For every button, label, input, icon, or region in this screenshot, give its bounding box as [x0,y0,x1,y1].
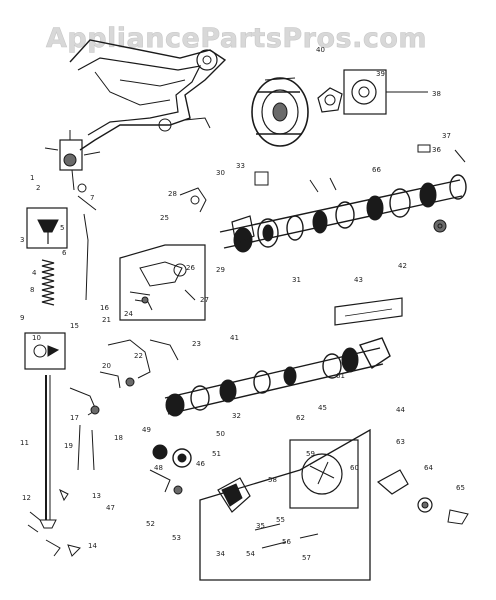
callout-18: 18 [114,434,123,442]
bobbin-winder-part [317,87,343,113]
callout-61: 61 [336,372,345,380]
inset-clutch-box [343,69,428,115]
inset-thread-tension-box [119,244,206,321]
callout-56: 56 [282,538,291,546]
callout-13: 13 [92,492,101,500]
callout-29: 29 [216,266,225,274]
inset-spring-box [26,207,68,306]
callout-59: 59 [306,450,315,458]
callout-15: 15 [70,322,79,330]
handwheel [251,77,309,147]
callout-21: 21 [102,316,111,324]
callout-1: 1 [30,174,34,182]
callout-41: 41 [230,334,239,342]
callout-63: 63 [396,438,405,446]
callout-46: 46 [196,460,205,468]
feed-mechanism-parts [99,187,207,389]
arm-frame-assembly [69,39,227,151]
callout-49: 49 [142,426,151,434]
callout-30: 30 [216,169,225,177]
callout-7: 7 [90,194,94,202]
small-parts-left [59,387,100,557]
callout-54: 54 [246,550,255,558]
callout-16: 16 [100,304,109,312]
callout-44: 44 [396,406,405,414]
loose-parts-bottom-right [376,469,469,525]
callout-60: 60 [350,464,359,472]
callout-65: 65 [456,484,465,492]
callout-42: 42 [398,262,407,270]
callout-28: 28 [168,190,177,198]
callout-53: 53 [172,534,181,542]
callout-27: 27 [200,296,209,304]
needle-bar-cluster [44,130,101,301]
needle-bar-shaft [27,375,61,557]
callout-50: 50 [216,430,225,438]
callout-12: 12 [22,494,31,502]
gear-cluster [149,444,192,495]
callout-43: 43 [354,276,363,284]
callout-66: 66 [372,166,381,174]
callout-11: 11 [20,439,29,447]
callout-33: 33 [236,162,245,170]
inset-hook-assembly-box [199,428,371,581]
callout-57: 57 [302,554,311,562]
callout-39: 39 [376,70,385,78]
callout-64: 64 [424,464,433,472]
callout-32: 32 [232,412,241,420]
callout-36: 36 [432,146,441,154]
callout-labels: 1 2 3 4 5 6 7 8 9 10 11 12 13 14 15 16 1… [20,46,465,562]
callout-2: 2 [36,184,40,192]
callout-10: 10 [32,334,41,342]
watermark-text: AppliancePartsPros.com [46,23,427,54]
callout-24: 24 [124,310,133,318]
callout-4: 4 [32,269,37,277]
callout-34: 34 [216,550,225,558]
callout-8: 8 [30,286,34,294]
callout-25: 25 [160,214,169,222]
callout-26: 26 [186,264,195,272]
callout-35: 35 [256,522,265,530]
callout-48: 48 [154,464,163,472]
callout-58: 58 [268,476,277,484]
callout-19: 19 [64,442,73,450]
callout-23: 23 [192,340,201,348]
callout-55: 55 [276,516,285,524]
callout-45: 45 [318,404,327,412]
callout-37: 37 [442,132,451,140]
callout-14: 14 [88,542,97,550]
callout-47: 47 [106,504,115,512]
callout-17: 17 [70,414,79,422]
callout-3: 3 [20,236,24,244]
callout-22: 22 [134,352,143,360]
callout-20: 20 [102,362,111,370]
lower-main-shaft [164,337,391,417]
small-parts-right [433,219,447,233]
small-parts-right-top [254,144,466,193]
callout-31: 31 [292,276,301,284]
callout-38: 38 [432,90,441,98]
callout-9: 9 [20,314,24,322]
callout-51: 51 [212,450,221,458]
callout-5: 5 [60,224,64,232]
inset-bracket-box [24,332,66,370]
callout-40: 40 [316,46,325,54]
callout-62: 62 [296,414,305,422]
upper-main-shaft [219,174,467,253]
callout-52: 52 [146,520,155,528]
bed-plate-strip [334,297,403,326]
callout-6: 6 [62,249,67,257]
